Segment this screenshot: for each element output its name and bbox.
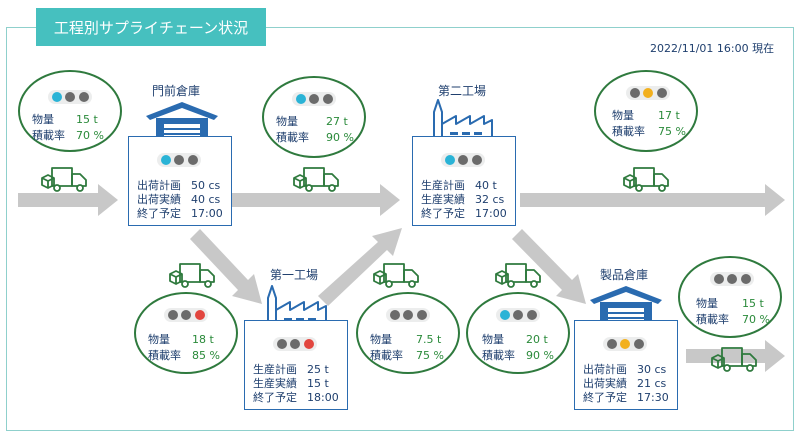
site-row-value: 32 cs: [475, 193, 505, 206]
site-name: 製品倉庫: [600, 268, 649, 282]
load-rate-label: 積載率: [148, 349, 181, 362]
site-row-label: 出荷実績: [583, 377, 627, 390]
status-indicator: [273, 337, 317, 351]
load-rate-label: 積載率: [32, 129, 65, 142]
flow-arrow-warehouse-to-factory1: [190, 229, 262, 304]
truck-icon: [623, 167, 669, 192]
load-rate-label: 積載率: [612, 125, 645, 138]
transport-bubble: 物量 15 t 積載率 70 %: [678, 256, 782, 338]
status-indicator: [48, 90, 92, 104]
site-row-value: 17:00: [191, 207, 223, 220]
site-row-label: 終了予定: [421, 207, 465, 220]
quantity-label: 物量: [612, 109, 634, 122]
quantity-label: 物量: [482, 333, 504, 346]
load-rate-value: 85 %: [192, 349, 220, 362]
site-row-value: 40 cs: [191, 193, 221, 206]
site-row-label: 出荷計画: [137, 179, 181, 192]
site-row-value: 17:00: [475, 207, 507, 220]
site-row-value: 18:00: [307, 391, 339, 404]
site-card: 出荷計画 50 cs 出荷実績 40 cs 終了予定 17:00: [128, 136, 232, 226]
status-indicator: [603, 337, 647, 351]
load-rate-label: 積載率: [696, 313, 729, 326]
transport-bubble: 物量 7.5 t 積載率 75 %: [356, 292, 460, 374]
transport-bubble: 物量 18 t 積載率 85 %: [134, 292, 238, 374]
quantity-label: 物量: [148, 333, 170, 346]
flow-arrow-factory2-to-warehouse: [512, 229, 586, 304]
truck-icon: [373, 263, 419, 288]
factory-icon: [433, 99, 493, 144]
site-row-label: 終了予定: [253, 391, 297, 404]
flow-arrow-in: [18, 184, 118, 216]
load-rate-value: 70 %: [76, 129, 104, 142]
status-indicator: [164, 308, 208, 322]
load-rate-label: 積載率: [482, 349, 515, 362]
site-row-label: 生産計画: [253, 363, 297, 376]
site-row-label: 生産実績: [421, 193, 465, 206]
site-row-value: 50 cs: [191, 179, 221, 192]
status-indicator: [441, 153, 485, 167]
transport-bubble: 物量 20 t 積載率 90 %: [466, 292, 570, 374]
site-row-value: 40 t: [475, 179, 497, 192]
site-row-value: 30 cs: [637, 363, 667, 376]
quantity-label: 物量: [696, 297, 718, 310]
load-rate-label: 積載率: [370, 349, 403, 362]
load-rate-value: 70 %: [742, 313, 770, 326]
truck-icon: [41, 167, 87, 192]
load-rate-value: 75 %: [658, 125, 686, 138]
site-name: 第一工場: [270, 268, 319, 282]
site-row-label: 出荷実績: [137, 193, 181, 206]
status-indicator: [710, 272, 754, 286]
site-name: 第二工場: [438, 84, 487, 98]
load-rate-value: 90 %: [526, 349, 554, 362]
truck-icon: [711, 347, 757, 372]
flow-arrow-warehouse-to-factory2: [232, 184, 400, 216]
site-name: 門前倉庫: [152, 84, 201, 98]
site-row-value: 17:30: [637, 391, 669, 404]
site-row-value: 21 cs: [637, 377, 667, 390]
transport-bubble: 物量 27 t 積載率 90 %: [262, 76, 366, 158]
truck-icon: [495, 263, 541, 288]
quantity-label: 物量: [276, 115, 298, 128]
flow-arrow-final-out: [686, 340, 785, 372]
flow-arrow-factory1-to-factory2: [318, 228, 402, 306]
quantity-value: 15 t: [742, 297, 764, 310]
site-row-value: 15 t: [307, 377, 329, 390]
page-title: 工程別サプライチェーン状況: [36, 8, 266, 46]
status-indicator: [157, 153, 201, 167]
quantity-label: 物量: [370, 333, 392, 346]
status-indicator: [386, 308, 430, 322]
quantity-value: 18 t: [192, 333, 214, 346]
status-indicator: [292, 92, 336, 106]
quantity-value: 7.5 t: [416, 333, 442, 346]
quantity-value: 20 t: [526, 333, 548, 346]
quantity-label: 物量: [32, 113, 54, 126]
load-rate-value: 90 %: [326, 131, 354, 144]
site-card: 生産計画 40 t 生産実績 32 cs 終了予定 17:00: [412, 136, 516, 226]
site-card: 生産計画 25 t 生産実績 15 t 終了予定 18:00: [244, 320, 348, 410]
transport-bubble: 物量 15 t 積載率 70 %: [18, 70, 122, 152]
site-row-label: 生産実績: [253, 377, 297, 390]
quantity-value: 17 t: [658, 109, 680, 122]
site-card: 出荷計画 30 cs 出荷実績 21 cs 終了予定 17:30: [574, 320, 678, 410]
site-row-label: 出荷計画: [583, 363, 627, 376]
truck-icon: [169, 263, 215, 288]
flow-arrow-factory2-out: [520, 184, 785, 216]
site-row-label: 終了予定: [137, 207, 181, 220]
load-rate-label: 積載率: [276, 131, 309, 144]
quantity-value: 15 t: [76, 113, 98, 126]
factory-icon: [267, 285, 327, 330]
status-indicator: [626, 86, 670, 100]
timestamp: 2022/11/01 16:00 現在: [650, 42, 775, 55]
diagram-frame: [6, 27, 794, 431]
load-rate-value: 75 %: [416, 349, 444, 362]
site-row-label: 生産計画: [421, 179, 465, 192]
site-row-value: 25 t: [307, 363, 329, 376]
status-indicator: [496, 308, 540, 322]
truck-icon: [293, 167, 339, 192]
transport-bubble: 物量 17 t 積載率 75 %: [594, 70, 698, 152]
quantity-value: 27 t: [326, 115, 348, 128]
site-row-label: 終了予定: [583, 391, 627, 404]
